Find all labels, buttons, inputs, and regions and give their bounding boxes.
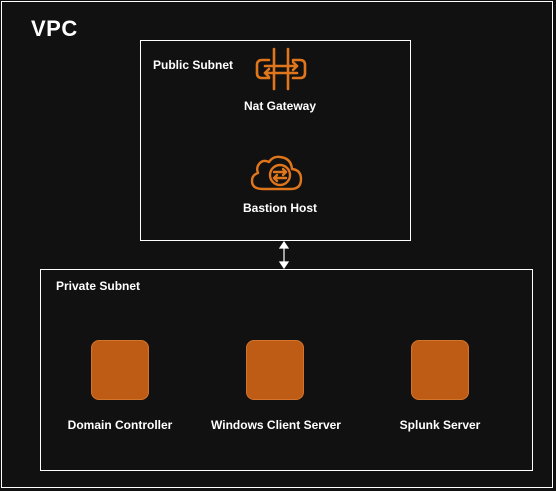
public-subnet-label: Public Subnet — [153, 58, 234, 72]
windows-client-server-label: Windows Client Server — [211, 418, 341, 432]
windows-client-server-icon — [246, 340, 304, 400]
vpc-title: VPC — [31, 16, 78, 41]
private-subnet: Private Subnet — [40, 269, 533, 471]
subnet-connector-arrow — [278, 241, 290, 269]
domain-controller-server-icon — [91, 340, 149, 400]
private-subnet-label: Private Subnet — [56, 279, 141, 293]
nat-gateway-icon — [255, 47, 307, 91]
splunk-server-label: Splunk Server — [399, 418, 481, 432]
bastion-host-label: Bastion Host — [242, 201, 318, 215]
splunk-server-icon — [411, 340, 469, 400]
bastion-host-icon — [250, 155, 303, 191]
domain-controller-label: Domain Controller — [67, 418, 173, 432]
nat-gateway-label: Nat Gateway — [243, 99, 317, 113]
public-subnet: Public Subnet — [140, 40, 411, 241]
